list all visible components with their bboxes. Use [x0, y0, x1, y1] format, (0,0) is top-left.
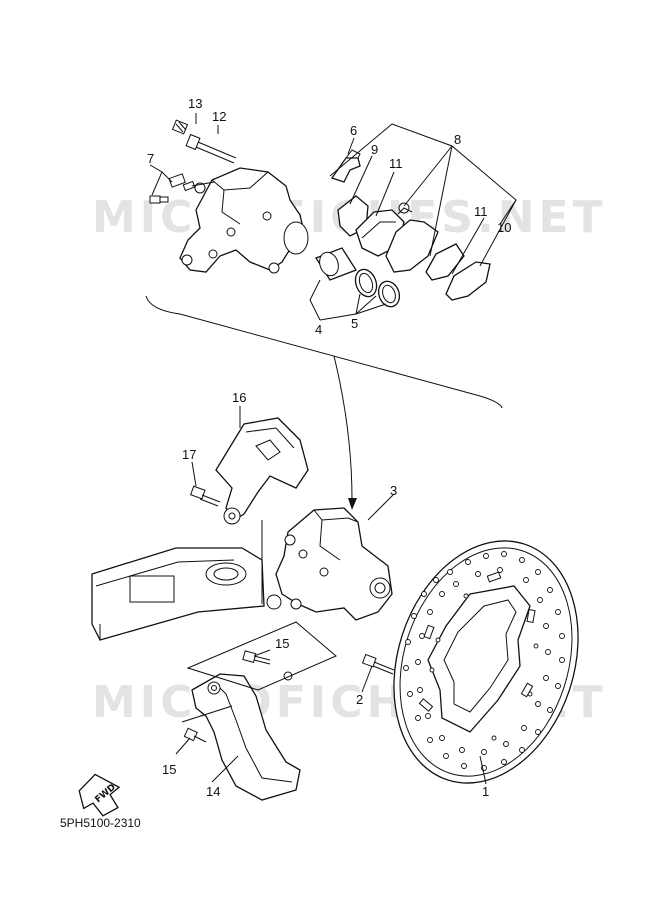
callout-12: 12	[212, 109, 226, 124]
bracket-bolt	[190, 485, 221, 507]
disc-holes	[403, 551, 565, 771]
caliper-bracket	[215, 417, 309, 525]
callout-13: 13	[188, 96, 202, 111]
bleed-screw	[168, 173, 215, 194]
exploded-caliper-group	[145, 113, 517, 409]
callout-11-upper: 11	[389, 156, 403, 171]
callout-17: 17	[182, 447, 196, 462]
bleed-cap	[149, 195, 169, 204]
piston	[315, 247, 357, 281]
assembly-arrow	[333, 355, 353, 501]
callout-16: 16	[232, 390, 246, 405]
callout-3: 3	[390, 483, 397, 498]
callout-2: 2	[356, 692, 363, 707]
pad-insulator	[445, 261, 491, 301]
disc-guard	[191, 671, 301, 801]
callout-8: 8	[454, 132, 461, 147]
forward-arrow-icon: FWD	[78, 773, 121, 817]
callout-4: 4	[315, 322, 322, 337]
callout-15-lower: 15	[162, 762, 176, 777]
diagram-code: 5PH5100-2310	[60, 816, 141, 830]
pin-plug	[171, 119, 189, 135]
brake-pad-outer	[385, 219, 439, 273]
callout-15-upper: 15	[275, 636, 289, 651]
callout-11-lower: 11	[474, 204, 488, 219]
guard-bolt-lower	[183, 727, 207, 743]
disc-bolt	[361, 653, 395, 675]
callout-7: 7	[147, 151, 154, 166]
callout-5: 5	[351, 316, 358, 331]
swingarm	[91, 547, 265, 641]
callout-9: 9	[371, 142, 378, 157]
pad-spring	[330, 157, 361, 183]
caliper-assembly	[266, 507, 393, 621]
callout-6: 6	[350, 123, 357, 138]
brake-disc	[393, 540, 579, 784]
guard-bolt-upper	[242, 650, 271, 665]
exploded-bracket	[145, 295, 503, 409]
pad-pin	[185, 133, 237, 164]
callout-14: 14	[206, 784, 220, 799]
callout-10: 10	[497, 220, 511, 235]
pad-shim-outer	[425, 243, 465, 281]
callout-1: 1	[482, 784, 489, 799]
